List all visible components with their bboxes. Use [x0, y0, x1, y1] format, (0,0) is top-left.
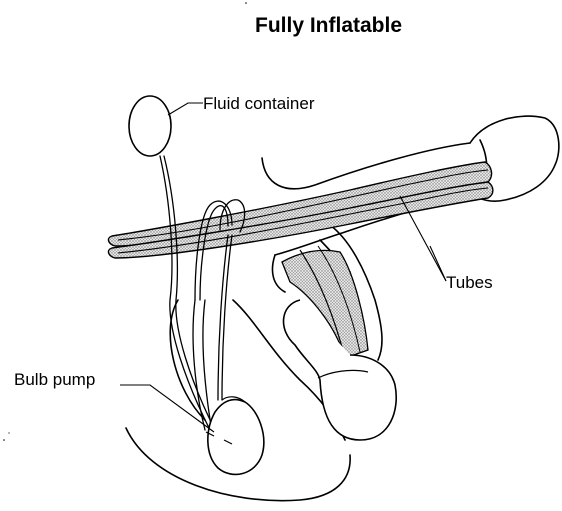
label-tubes: Tubes [446, 273, 493, 293]
fluid-container [129, 96, 171, 156]
bulb-pump [206, 397, 264, 475]
lower-cylinder [282, 246, 396, 440]
label-bulb-pump: Bulb pump [14, 370, 95, 390]
leader-fluid-container [168, 103, 203, 115]
label-fluid-container: Fluid container [203, 94, 315, 114]
connecting-tubes [160, 156, 245, 432]
leader-tubes-2 [430, 246, 446, 281]
leader-lines [120, 103, 446, 432]
inflatable-cylinders [108, 162, 492, 258]
